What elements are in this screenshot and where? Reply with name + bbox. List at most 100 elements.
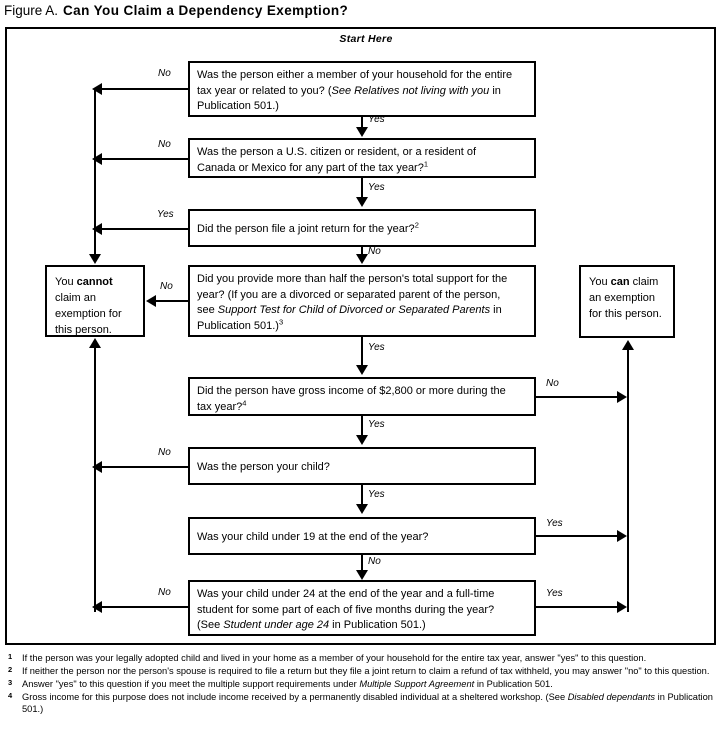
cannot-pre: You [55,276,77,288]
edge-q5-yes-arrow [356,435,368,445]
edge-q7-no-line [361,555,363,570]
edge-label-q5-no: No [546,378,559,389]
footnote-4: 4 Gross income for this purpose does not… [4,691,718,716]
edge-q7-yes-line [536,535,621,537]
chart-frame [5,27,716,645]
terminal-box-can-claim: You can claim an exemption for this pers… [579,265,675,338]
cannot-line2: claim an [55,292,96,304]
footnote-2-text: If neither the person nor the person's s… [22,665,710,676]
q1-line1: Was the person either a member of your h… [197,69,513,81]
edge-label-q2-no: No [158,139,171,150]
q1-line2c: in [489,84,501,97]
edge-q3-yes-arrow [92,223,102,235]
footnote-2: 2 If neither the person nor the person's… [4,665,718,677]
edge-q4-yes-arrow [356,365,368,375]
question-box-citizen-or-resident: Was the person a U.S. citizen or residen… [188,138,536,178]
question-box-child-under-24-student: Was your child under 24 at the end of th… [188,580,536,636]
q5-line2: tax year?4 [197,399,527,416]
q8-line2: student for some part of each of five mo… [197,603,495,616]
footnote-4-reference: Disabled dependants [567,691,656,702]
left-trunk-lower [94,348,96,612]
edge-q6-no-line [100,466,188,468]
q4-line1: Did you provide more than half the perso… [197,273,508,285]
can-pre: You [589,276,611,288]
footnote-3-text-a: Answer "yes" to this question if you mee… [22,678,360,689]
footnote-4-text-a: Gross income for this purpose does not i… [22,691,568,702]
q8-line3c: in Publication 501.) [329,619,426,631]
q4-line3-italic: Support Test for Child of Divorced or Se… [217,304,491,316]
edge-q5-no-line [536,396,621,398]
q8-line3-italic: Student under age 24 [223,619,330,631]
can-emphasis: can [610,276,630,288]
q2-line2: Canada or Mexico for any part of the tax… [197,158,527,177]
figure-name: Can You Claim a Dependency Exemption? [63,3,349,18]
start-here-label: Start Here [339,33,393,45]
edge-q5-no-arrow [617,391,627,403]
edge-q2-no-arrow [92,153,102,165]
can-line1: You can claim [589,274,665,290]
footnote-3-number: 3 [8,677,13,687]
cannot-line4: this person. [55,324,112,336]
q2-line1: Was the person a U.S. citizen or residen… [197,146,477,158]
arrow-into-can-bottom [622,340,634,350]
edge-label-q7-no: No [368,556,381,567]
figure-label: Figure A. [4,3,59,18]
edge-q1-no-line [100,88,188,90]
q1-line2-italic: See Relatives not living with you [331,84,490,97]
footnote-1-text: If the person was your legally adopted c… [22,653,647,663]
edge-q3-yes-line [100,228,188,230]
edge-q2-yes-line [361,178,363,197]
edge-q2-no-line [100,158,188,160]
edge-q3-no-arrow [356,254,368,264]
q4-line3a: see [197,304,218,316]
edge-q6-yes-line [361,485,363,504]
q1-line3: Publication 501.) [197,100,279,112]
right-trunk [627,350,629,612]
edge-label-q4-yes: Yes [368,342,385,353]
q6-line1: Was the person your child? [197,461,330,473]
edge-q4-no-arrow [146,295,156,307]
edge-label-q1-no: No [158,68,171,79]
edge-q1-no-arrow [92,83,102,95]
q5-line2-text: tax year? [197,400,243,413]
left-trunk-upper [94,88,96,257]
q2-footnote-ref: 1 [423,158,429,168]
q3-line1-text: Did the person file a joint return for t… [197,223,415,235]
question-box-joint-return: Did the person file a joint return for t… [188,209,536,247]
edge-q5-yes-line [361,416,363,435]
question-box-support-test: Did you provide more than half the perso… [188,265,536,337]
question-box-person-your-child: Was the person your child? [188,447,536,485]
footnote-2-number: 2 [8,664,13,674]
edge-label-q6-yes: Yes [368,489,385,500]
footnote-3: 3 Answer "yes" to this question if you m… [4,678,718,690]
q8-line3: (See Student under age 24 in Publication… [197,618,527,634]
edge-q6-yes-arrow [356,504,368,514]
q5-line1: Did the person have gross income of $2,8… [197,385,506,397]
q8-line3a: (See [197,619,224,631]
question-box-household-or-related: Was the person either a member of your h… [188,61,536,117]
q1-line2: tax year or related to you? (See Relativ… [197,84,527,100]
footnote-3-reference: Multiple Support Agreement [359,678,475,689]
edge-label-q2-yes: Yes [368,182,385,193]
edge-q8-no-arrow [92,601,102,613]
edge-q8-yes-arrow [617,601,627,613]
q4-line4-text: Publication 501.) [197,319,279,332]
edge-q7-yes-arrow [617,530,627,542]
edge-label-q6-no: No [158,447,171,458]
edge-q1-yes-arrow [356,127,368,137]
edge-label-q8-no: No [158,587,171,598]
edge-q3-no-line [361,247,363,255]
edge-label-q7-yes: Yes [546,518,563,529]
terminal-box-cannot-claim: You cannot claim an exemption for this p… [45,265,145,337]
q4-line3: see Support Test for Child of Divorced o… [197,303,527,319]
can-line2: an exemption [589,292,656,304]
figure-title: Figure A. Can You Claim a Dependency Exem… [4,2,348,20]
q1-line2a: tax year or related to you? ( [197,84,332,97]
cannot-emphasis: cannot [76,276,113,288]
question-box-gross-income: Did the person have gross income of $2,8… [188,377,536,416]
edge-label-q1-yes: Yes [368,114,385,125]
edge-label-q4-no: No [160,281,173,292]
arrow-into-cannot-bottom [89,338,101,348]
edge-q8-no-line [100,606,188,608]
edge-q1-yes-line [361,117,363,129]
